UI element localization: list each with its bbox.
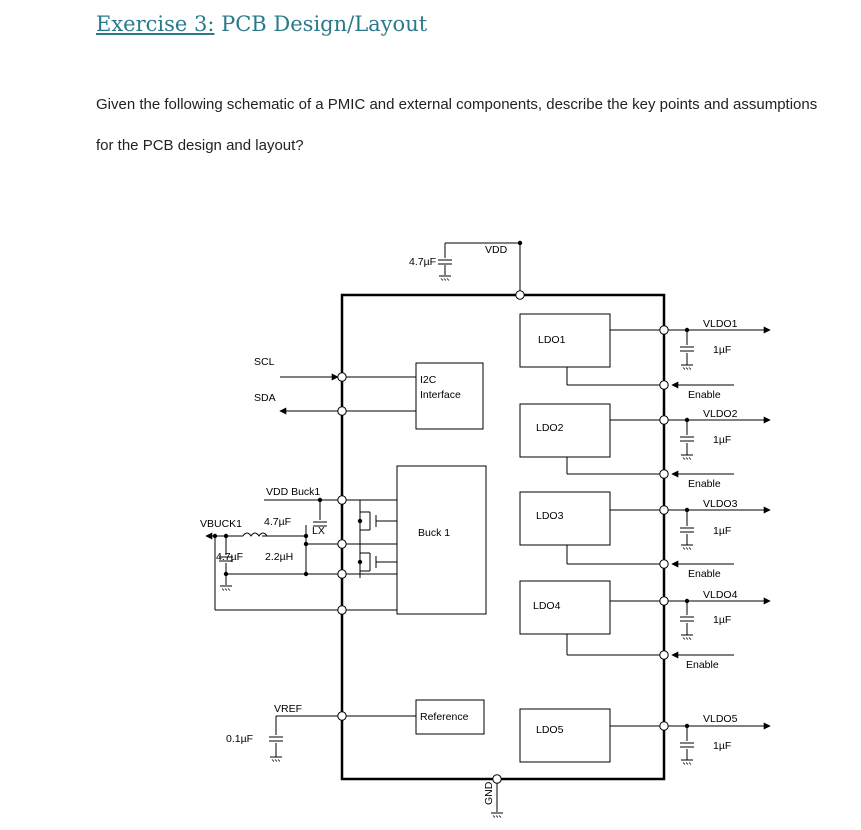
ldo1-label: LDO1 [538,334,566,346]
ldo1-enable-label: Enable [688,389,721,401]
exercise-topic: PCB Design/Layout [214,12,428,36]
ldo4-cap-label: 1µF [713,614,731,626]
ldo4-enable-label: Enable [686,659,719,671]
ldo3-block [519,491,611,546]
vldo5-label: VLDO5 [703,713,738,725]
buck1-label: Buck 1 [418,527,450,539]
supply-cap-label: 4.7µF [409,256,436,268]
inductor-label: 2.2µH [265,551,293,563]
question-text: Given the following schematic of a PMIC … [96,96,818,154]
exercise-title: Exercise 3: PCB Design/Layout [96,12,427,36]
vldo1-label: VLDO1 [703,318,738,330]
i2c-label-line2: Interface [420,389,461,401]
ldo4-block [519,580,611,635]
vdd-label: VDD [485,244,508,256]
sda-label: SDA [254,392,276,404]
ldo3-enable-label: Enable [688,568,721,580]
vldo4-label: VLDO4 [703,589,738,601]
vldo2-label: VLDO2 [703,408,738,420]
buck-output-cap-label: 4.7µF [216,551,243,563]
vref-label: VREF [274,703,302,715]
ldo2-enable-label: Enable [688,478,721,490]
buck-input-cap-label: 4.7µF [264,516,291,528]
ldo1-cap-label: 1µF [713,344,731,356]
reference-block [415,699,485,735]
ldo1-block [519,313,611,368]
i2c-interface-block [415,362,484,430]
ldo5-cap-label: 1µF [713,740,731,752]
ldo3-cap-label: 1µF [713,525,731,537]
reference-label: Reference [420,711,469,723]
scl-label: SCL [254,356,275,368]
vref-cap-label: 0.1µF [226,733,253,745]
vdd-buck1-label: VDD Buck1 [266,486,320,498]
ldo2-block [519,403,611,458]
vldo3-label: VLDO3 [703,498,738,510]
lx-label: LX [312,525,325,537]
ldo3-label: LDO3 [536,510,564,522]
gnd-label: GND [483,781,495,805]
exercise-number: Exercise 3: [96,12,215,36]
buck1-block [396,465,487,615]
ldo2-cap-label: 1µF [713,434,731,446]
ldo2-label: LDO2 [536,422,564,434]
i2c-label-line1: I2C [420,374,437,386]
ldo4-label: LDO4 [533,600,561,612]
ldo5-label: LDO5 [536,724,564,736]
vbuck1-label: VBUCK1 [200,518,242,530]
pmic-ic-outline [340,293,666,781]
ldo5-block [519,708,611,763]
